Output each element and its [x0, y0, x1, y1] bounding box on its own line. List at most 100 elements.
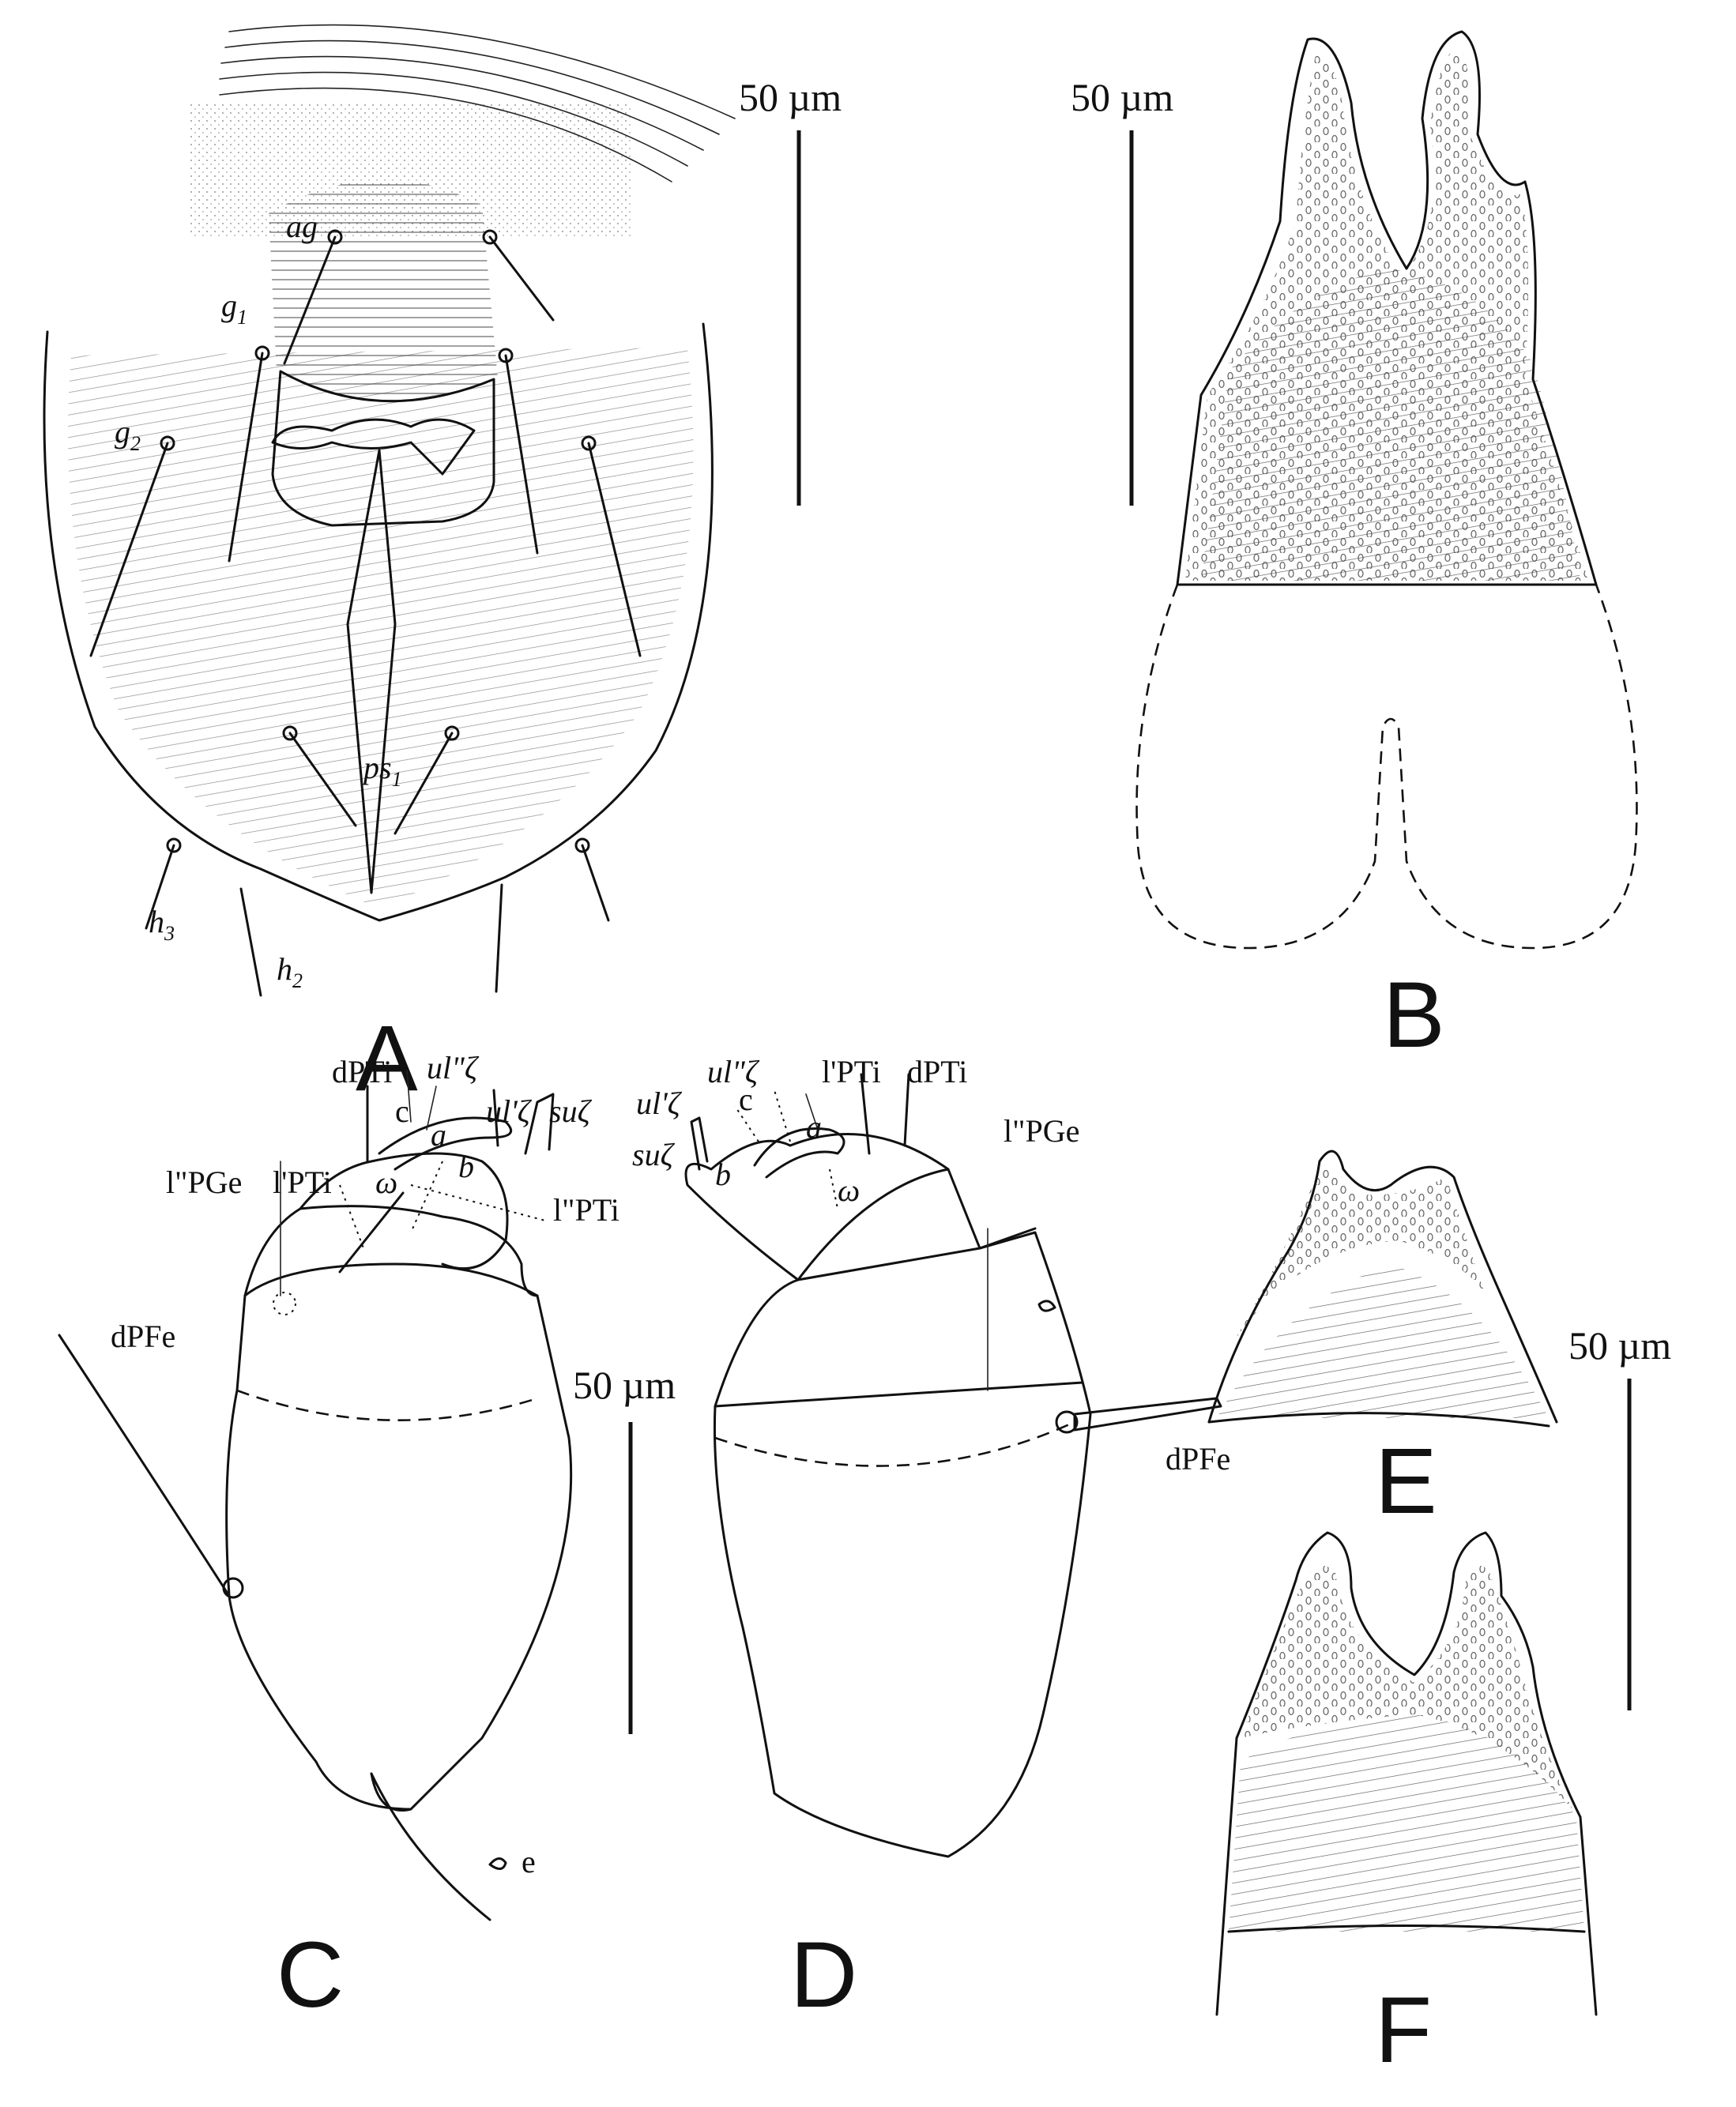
panel-d-label-a: a — [806, 1109, 822, 1145]
panel-c-seta-lPTi — [338, 1191, 405, 1274]
seta-ps1-socket — [282, 725, 298, 741]
panel-d-dPFe-socket — [1055, 1410, 1079, 1434]
panel-d-lPGe-socket — [1037, 1300, 1056, 1312]
panel-d-label-ulppz: ul"ζ — [707, 1054, 760, 1089]
panel-d-genu — [796, 1168, 981, 1281]
seta-g1-right — [504, 354, 539, 555]
seta-ag-socket — [327, 229, 343, 245]
seta-ps1 — [288, 732, 357, 827]
panel-e-base — [1207, 1412, 1550, 1428]
panel-d-seta-dPTi — [903, 1073, 910, 1147]
panel-c-label-dPTi: dPTi — [332, 1054, 392, 1089]
seta-h3-right-socket — [574, 837, 590, 853]
panel-d-femur-dashed — [714, 1420, 1075, 1467]
panel-c-claw — [378, 1116, 513, 1171]
panel-d-label-lPGe: l"PGe — [1004, 1113, 1079, 1149]
seta-g2-right — [587, 442, 642, 657]
panel-c-label-c: c — [395, 1093, 409, 1129]
panel-d-label-ulpz: ul'ζ — [636, 1085, 683, 1121]
panel-d-label-lpPTi: l'PTi — [822, 1054, 881, 1089]
panel-f-striae — [1229, 1714, 1584, 1932]
panel-c-seta-su — [524, 1093, 555, 1155]
panel-d-label-suz: suζ — [632, 1137, 676, 1172]
seta-g2 — [89, 442, 169, 657]
seta-h3 — [145, 844, 175, 930]
panel-b-scale-label: 50 µm — [1071, 75, 1173, 119]
panel-c-seta-dPFe — [58, 1334, 231, 1597]
panel-a-anal-cleft — [346, 449, 397, 894]
panel-d: ul"ζ l'PTi dPTi ul'ζ c a l"PGe suζ b ω d… — [573, 1054, 1230, 2027]
panel-d-label-omega: ω — [838, 1172, 860, 1208]
panel-c-eye — [488, 1857, 507, 1870]
panel-d-seta-a — [805, 1093, 819, 1131]
seta-ag — [283, 235, 337, 365]
panel-d-label-dPTi: dPTi — [907, 1054, 967, 1089]
label-h3: h3 — [149, 904, 175, 945]
panel-c-tibia — [299, 1152, 509, 1270]
panel-b-membranous-outline — [1135, 584, 1638, 950]
panel-c-label-lppPTi: l"PTi — [553, 1192, 619, 1228]
panel-d-seta-lPTi — [860, 1073, 871, 1155]
panel-c-label-omega: ω — [375, 1164, 397, 1200]
panel-c-label-e: e — [522, 1844, 536, 1879]
panel-f: F — [1215, 1531, 1598, 2083]
seta-h3-right — [581, 844, 610, 922]
panel-c-seta-c — [406, 1070, 412, 1123]
panel-b: 50 µm B — [1071, 30, 1638, 1067]
panel-a-scale-label: 50 µm — [739, 75, 842, 119]
panel-d-femur — [713, 1231, 1092, 1858]
seta-ps1-right — [394, 732, 454, 835]
panel-d-leader-lines — [734, 1089, 838, 1210]
panel-f-letter: F — [1375, 1978, 1432, 2083]
panel-d-scale-label: 50 µm — [573, 1363, 676, 1407]
panel-c-label-a: a — [431, 1117, 446, 1153]
panel-a-genital-striae — [269, 179, 498, 401]
panel-a: ag g1 g2 ps1 h3 h2 50 µm A — [43, 24, 842, 1111]
panel-d-label-b: b — [715, 1157, 731, 1192]
panel-a-anal-opening — [271, 418, 476, 476]
seta-h2-right — [495, 883, 503, 993]
panel-b-letter: B — [1383, 963, 1445, 1067]
panel-d-claw — [753, 1127, 845, 1179]
seta-ag-right-socket — [482, 229, 498, 245]
panel-a-genital-plate — [271, 370, 495, 527]
panel-e-pore-field — [1233, 1169, 1486, 1343]
panel-c-leader-lines — [339, 1161, 546, 1249]
panel-c-femur — [225, 1262, 573, 1811]
panel-c-basal-joint — [370, 1772, 412, 1812]
panel-a-body-outline — [43, 322, 714, 922]
panel-c-femur-dashed — [236, 1389, 538, 1421]
panel-c-lPGe-socket — [273, 1292, 296, 1315]
panel-a-striae-field — [68, 348, 694, 909]
label-g1: g1 — [221, 288, 247, 329]
panel-c-label-dPFe: dPFe — [111, 1319, 175, 1354]
panel-f-outline — [1215, 1531, 1598, 2016]
panel-e: E 50 µm — [1207, 1149, 1671, 1710]
seta-ag-right — [488, 235, 555, 322]
label-ag: ag — [286, 209, 318, 244]
panel-d-femur-joint — [714, 1381, 1084, 1408]
panel-d-seta-su — [690, 1116, 709, 1171]
panel-c-label-b: b — [458, 1149, 474, 1184]
panel-c-label-ulpz: ul'ζ — [486, 1093, 533, 1129]
panel-d-label-dPFe: dPFe — [1165, 1441, 1230, 1477]
panel-d-genu-joint — [978, 1227, 1037, 1250]
panel-a-setae — [89, 229, 642, 997]
panel-a-letter: A — [356, 1006, 418, 1111]
panel-b-sclerotized-outline — [1176, 30, 1598, 586]
panel-c-seta-ulpp — [426, 1085, 437, 1131]
panel-c-seta-ulp — [492, 1089, 499, 1147]
panel-e-striae — [1217, 1264, 1549, 1418]
seta-h2 — [239, 887, 262, 997]
panel-d-label-c: c — [739, 1082, 753, 1117]
panel-c-label-ulppz: ul"ζ — [427, 1050, 480, 1085]
panel-f-pore-field — [1241, 1566, 1572, 1809]
panel-c-dPFe-socket — [222, 1577, 244, 1599]
panel-d-letter: D — [790, 1923, 857, 2027]
panel-d-tibia — [684, 1133, 950, 1281]
panel-c-label-suz: suζ — [549, 1093, 593, 1129]
panel-d-seta-dPFe — [1073, 1397, 1222, 1432]
panel-c-basal-line — [370, 1772, 491, 1921]
panel-c-label-lPGe: l"PGe — [166, 1164, 242, 1200]
seta-g2-right-socket — [581, 435, 597, 451]
